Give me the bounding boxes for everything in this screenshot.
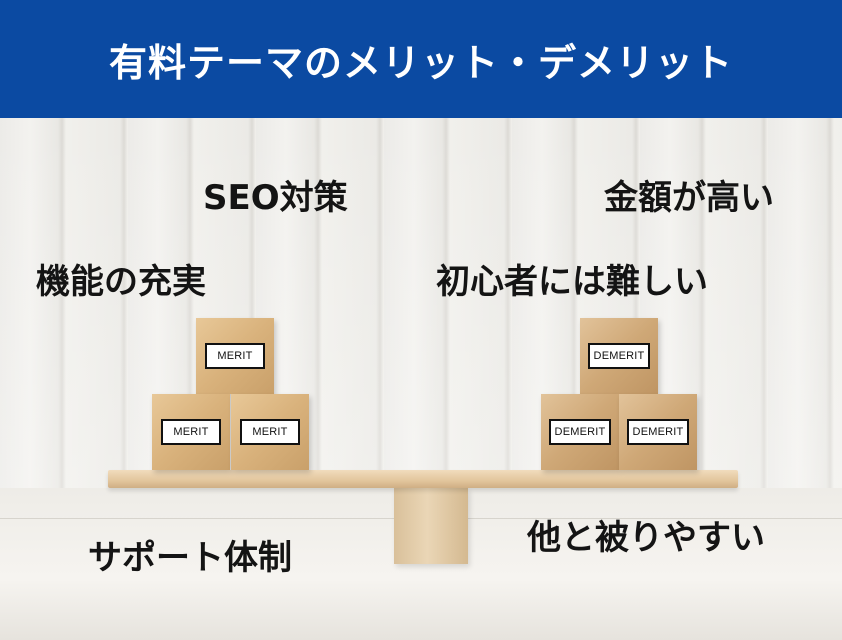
demerit-label-overlap: 他と被りやすい <box>527 518 765 558</box>
demerit-label-difficulty: 初心者には難しい <box>436 262 708 302</box>
merit-label-seo: SEO対策 <box>203 178 348 218</box>
demerit-block-right: DEMERIT <box>619 394 697 470</box>
merit-tag: MERIT <box>205 343 265 369</box>
seesaw-fulcrum <box>394 488 468 564</box>
merit-block-top: MERIT <box>196 318 274 394</box>
demerit-block-top: DEMERIT <box>580 318 658 394</box>
merit-block-right: MERIT <box>231 394 309 470</box>
merit-label-features: 機能の充実 <box>36 262 206 302</box>
demerit-tag: DEMERIT <box>587 343 651 369</box>
merit-block-left: MERIT <box>152 394 230 470</box>
demerit-tag: DEMERIT <box>626 419 690 445</box>
merit-label-support: サポート体制 <box>88 538 292 578</box>
merit-tag: MERIT <box>161 419 221 445</box>
page-title: 有料テーマのメリット・デメリット <box>108 40 733 85</box>
merit-tag: MERIT <box>240 419 300 445</box>
demerit-label-cost: 金額が高い <box>604 178 774 218</box>
seesaw-board <box>108 470 738 488</box>
title-banner: 有料テーマのメリット・デメリット <box>0 0 842 118</box>
demerit-tag: DEMERIT <box>548 419 612 445</box>
demerit-block-left: DEMERIT <box>541 394 619 470</box>
